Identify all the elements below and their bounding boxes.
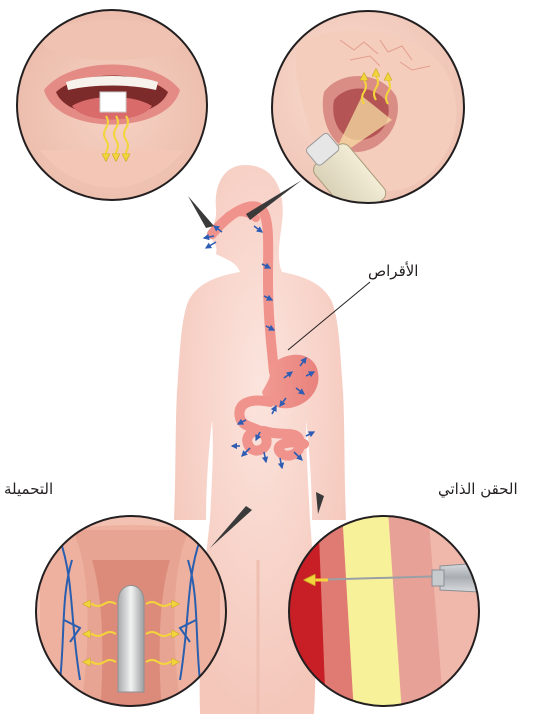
self-injection-label: الحقن الذاتي — [438, 480, 518, 498]
pills-label: الأقراص — [368, 262, 418, 280]
suppository-label: التحميلة — [4, 480, 53, 498]
nasal-spray-icon — [270, 10, 470, 222]
syringe-injection-icon — [284, 510, 520, 714]
mouth-sublingual-tablet-icon — [10, 5, 220, 215]
